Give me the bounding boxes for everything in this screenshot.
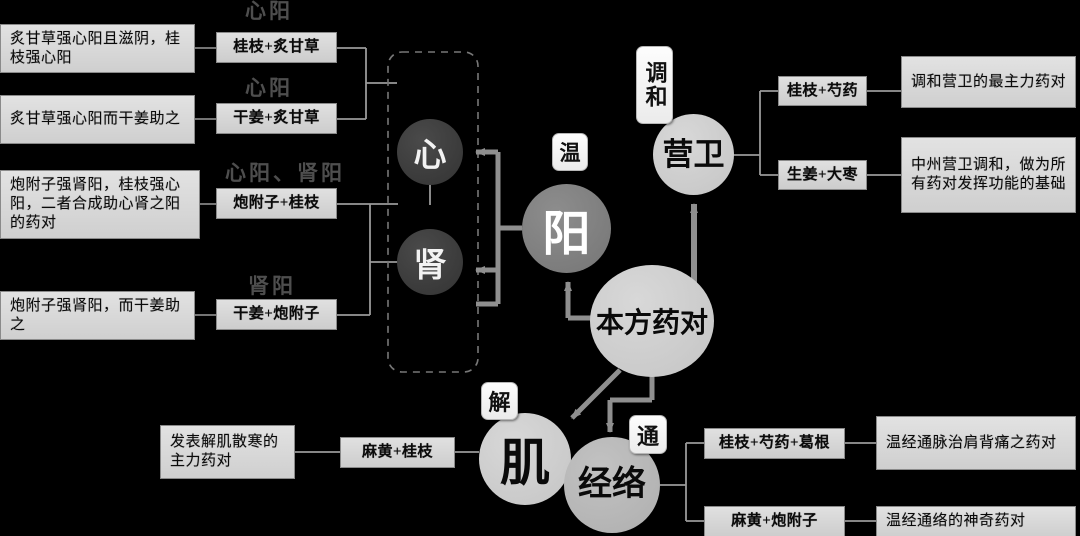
ghost-label-yang-4: 肾阳 xyxy=(248,274,296,298)
pair-box-ganjiang-zhigancao: 干姜+炙甘草 xyxy=(216,103,337,134)
organ-circle-shen: 肾 xyxy=(397,229,463,295)
description-box-jingluo-2: 温经通络的神奇药对 xyxy=(876,506,1076,536)
pair-box-guizhi-zhigancao: 桂枝+炙甘草 xyxy=(216,32,337,63)
pair-box-mahuang-paofuzi: 麻黄+炮附子 xyxy=(704,506,845,536)
description-box-jieji-1: 发表解肌散寒的主力药对 xyxy=(160,425,295,479)
yingwei-bracket xyxy=(733,90,901,176)
description-box-yingwei-1: 调和营卫的最主力药对 xyxy=(901,56,1076,108)
pair-box-shengjiang-dazao: 生姜+大枣 xyxy=(778,160,867,190)
pair-box-guizhi-shaoyao-gegen: 桂枝+芍药+葛根 xyxy=(704,428,845,459)
pair-box-guizhi-shaoyao: 桂枝+芍药 xyxy=(778,76,867,106)
description-box-yingwei-2: 中州营卫调和，做为所有药对发挥功能的基础 xyxy=(901,137,1076,213)
branch-badge-tiaohe: 调和 xyxy=(636,46,673,124)
branch-circle-jieji: 肌 xyxy=(479,413,571,505)
ghost-label-yang-1: 心阳 xyxy=(245,0,293,23)
description-box-jingluo-1: 温经通脉治肩背痛之药对 xyxy=(876,416,1076,470)
branch-badge-wen: 温 xyxy=(552,133,588,171)
branch-badge-tong: 通 xyxy=(629,415,667,454)
yang-to-shen-arrow xyxy=(475,228,501,274)
pair-box-paofuzi-guizhi: 炮附子+桂枝 xyxy=(216,188,337,219)
description-box-yang-3: 炮附子强肾阳，桂枝强心阳，二者合成助心肾之阳的药对 xyxy=(0,170,200,239)
branch-circle-yingwei: 营卫 xyxy=(653,114,734,195)
pair-box-mahuang-guizhi: 麻黄+桂枝 xyxy=(340,437,455,468)
ghost-label-yang-2: 心阳 xyxy=(245,76,293,100)
center-to-jieji-arrow xyxy=(570,368,622,420)
organ-group-dashed-box xyxy=(387,51,479,373)
ghost-label-yang-3: 心阳、肾阳 xyxy=(225,161,345,185)
pair-box-ganjiang-paofuzi: 干姜+炮附子 xyxy=(216,299,337,330)
branch-badge-jie: 解 xyxy=(481,382,518,420)
shen-bracket xyxy=(337,203,398,316)
organ-circle-xin: 心 xyxy=(397,119,463,185)
jingluo-bracket xyxy=(660,442,876,522)
center-node-benfangyaodui: 本方药对 xyxy=(590,265,714,377)
description-box-yang-1: 炙甘草强心阳且滋阴，桂枝强心阳 xyxy=(0,24,195,73)
description-box-yang-2: 炙甘草强心阳而干姜助之 xyxy=(0,95,195,144)
description-box-yang-4: 炮附子强肾阳，而干姜助之 xyxy=(0,291,195,340)
branch-circle-yang: 阳 xyxy=(522,184,611,273)
